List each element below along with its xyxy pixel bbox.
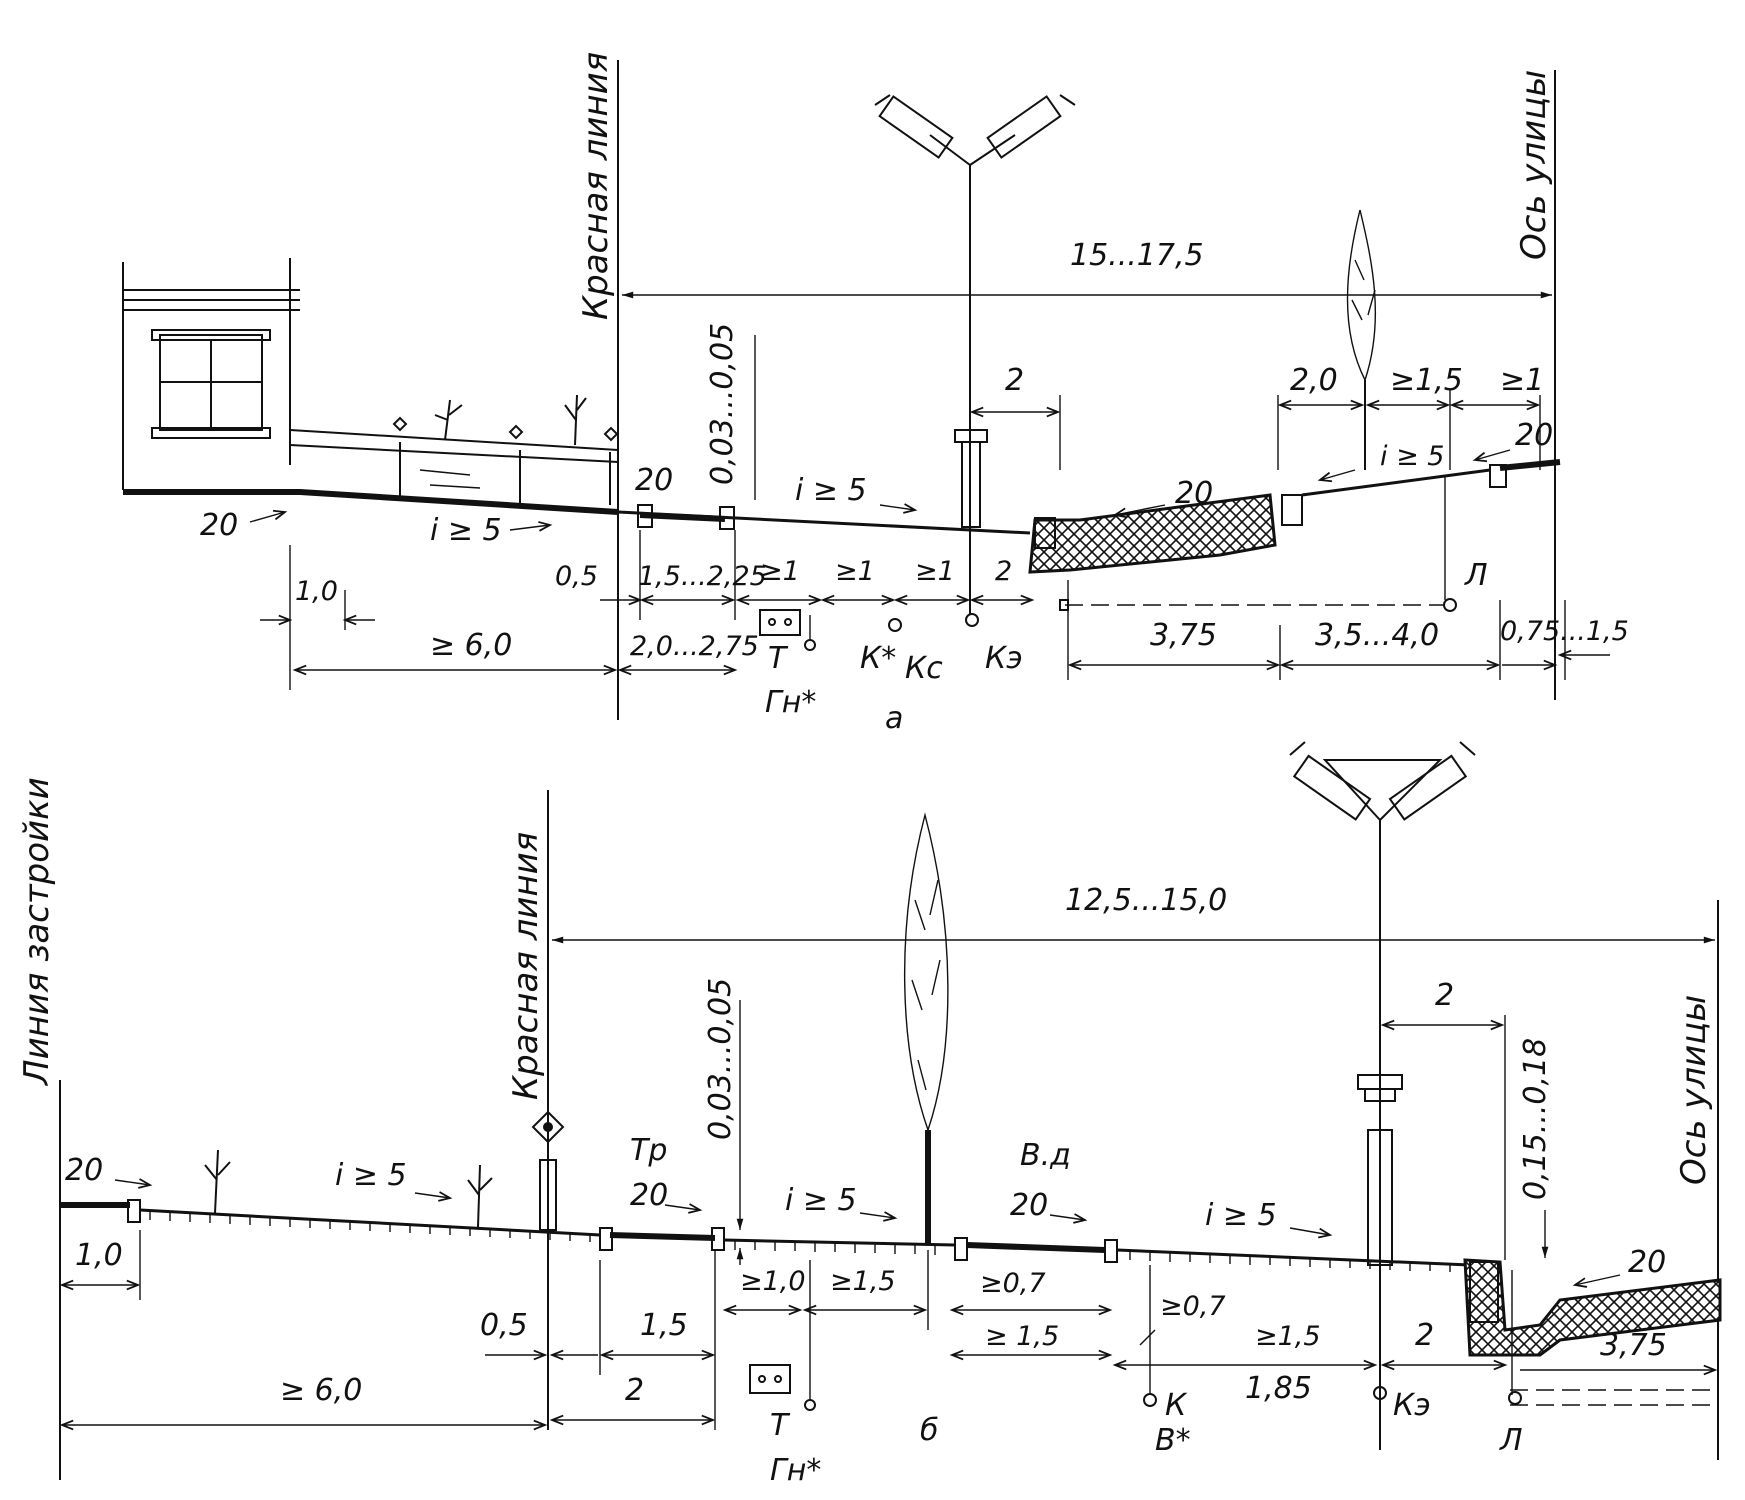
building-line-label-b: Линия застройки	[17, 777, 57, 1087]
grade-20-vd-b: 20	[1010, 1188, 1048, 1223]
tunnel-icon	[759, 609, 801, 636]
dim-15-a: ≥1,5	[1390, 363, 1463, 398]
lamp-icon	[874, 94, 1076, 159]
grade-20-left-b: 20	[65, 1153, 103, 1188]
section-b: Линия застройки Красная линия Ось улицы	[17, 741, 1722, 1488]
dim-185-b: 1,85	[1245, 1371, 1312, 1406]
shrub-icon	[434, 399, 463, 441]
dim-ge10-b: ≥1,0	[740, 1266, 806, 1297]
dim-05-a: 0,5	[555, 561, 598, 592]
lamp-post-a	[874, 94, 1076, 615]
grade-20-tr-b: 20	[630, 1178, 668, 1213]
dim-ge1a-a: ≥1	[760, 556, 800, 587]
dim-60-a: ≥ 6,0	[430, 628, 512, 663]
util-k-a: К*	[860, 641, 896, 676]
util-gn-b: Гн*	[770, 1453, 821, 1488]
building	[122, 258, 300, 490]
slope-b-2: i ≥ 5	[785, 1183, 857, 1218]
dim-ge1b-a: ≥1	[835, 556, 875, 587]
slope-b-3: i ≥ 5	[1205, 1198, 1277, 1233]
grade-20-walk-a: 20	[635, 463, 673, 498]
dim-375-a: 3,75	[1150, 618, 1217, 653]
cross-slope-b: 0,03...0,05	[703, 978, 738, 1140]
dim-20-a: 2,0	[1290, 363, 1338, 398]
grade-20-road-a: 20	[1175, 476, 1213, 511]
dim-075-15-a: 0,75...1,5	[1500, 616, 1629, 647]
fig-label-a: а	[885, 701, 903, 736]
red-line-label-b: Красная линия	[506, 832, 546, 1100]
dim-ge07b-b: ≥0,7	[1160, 1291, 1226, 1322]
roadway-a	[1028, 493, 1277, 574]
dim-lamp-b: 2	[1435, 978, 1454, 1013]
slope-a-1: i ≥ 5	[430, 513, 502, 548]
cross-slope-a: 0,03...0,05	[705, 323, 740, 485]
tunnel-icon	[749, 1364, 791, 1394]
util-l-b: Л	[1499, 1423, 1523, 1458]
dim-total-b: 12,5...15,0	[1065, 883, 1227, 918]
dim-05-b: 0,5	[480, 1308, 528, 1343]
dim-10-a: 1,0	[295, 576, 338, 607]
dim-2b-a: 2	[995, 556, 1012, 587]
util-k-b: К	[1165, 1388, 1188, 1423]
util-l-a: Л	[1464, 558, 1488, 593]
fig-label-b: б	[920, 1413, 939, 1448]
dim-35-40-a: 3,5...4,0	[1315, 618, 1439, 653]
util-t-b: Т	[770, 1408, 791, 1443]
slope-b-1: i ≥ 5	[335, 1158, 407, 1193]
curb-height-b: 0,15...0,18	[1518, 1038, 1553, 1200]
util-ke-a: Кэ	[985, 641, 1023, 676]
red-line-label-a: Красная линия	[576, 52, 616, 320]
grade-20-right-a: 20	[1515, 418, 1553, 453]
tree-icon	[1346, 209, 1377, 470]
label-tr-b: Тр	[630, 1133, 667, 1168]
fence	[289, 394, 619, 505]
util-ke-b: Кэ	[1393, 1388, 1431, 1423]
roadway-b	[1463, 1258, 1722, 1357]
grade-20-left-a: 20	[200, 508, 238, 543]
tree-icon	[903, 812, 949, 1245]
dim-15-b: 1,5	[640, 1308, 688, 1343]
util-v-b: В*	[1155, 1423, 1191, 1458]
dim-375-b: 3,75	[1600, 1328, 1667, 1363]
shrub-icon	[467, 1164, 493, 1228]
dim-ge1c-a: ≥1	[915, 556, 955, 587]
dim-total-a: 15...17,5	[1070, 238, 1204, 273]
dim-ge15c-b: ≥1,5	[1255, 1321, 1321, 1352]
ground-profile-a	[123, 489, 619, 515]
sign-post-icon	[531, 1110, 565, 1231]
slope-a-3: i ≥ 5	[1380, 441, 1444, 472]
dim-2-b: 2	[625, 1373, 644, 1408]
section-a: Красная линия Ось улицы 15...17,5 20 i ≥…	[122, 52, 1629, 736]
dim-60-b: ≥ 6,0	[280, 1373, 362, 1408]
label-vd-b: В.д	[1020, 1138, 1071, 1173]
street-axis-label-b: Ось улицы	[1674, 995, 1714, 1185]
dim-ge07-b: ≥0,7	[980, 1268, 1046, 1299]
util-kc-a: Кс	[905, 651, 943, 686]
slope-a-2: i ≥ 5	[795, 473, 867, 508]
shrub-icon	[204, 1149, 231, 1214]
fence-post-icon	[392, 416, 619, 442]
util-t-a: Т	[768, 641, 789, 676]
shrub-icon	[564, 394, 587, 446]
dim-ge15-b: ≥1,5	[830, 1266, 896, 1297]
dim-1r-a: ≥1	[1500, 363, 1544, 398]
dim-ge15b-b: ≥ 1,5	[985, 1321, 1059, 1352]
util-gn-a: Гн*	[765, 685, 816, 720]
street-axis-label-a: Ось улицы	[1514, 70, 1554, 260]
dim-lamp-a: 2	[1005, 363, 1024, 398]
dim-10-b: 1,0	[75, 1238, 123, 1273]
dim-20-275-a: 2,0...2,75	[630, 631, 759, 662]
dim-15-225-a: 1,5...2,25	[638, 561, 767, 592]
grade-20-road-b: 20	[1628, 1245, 1666, 1280]
lamp-post-b	[1289, 741, 1476, 1450]
lamp-icon	[1289, 741, 1476, 821]
dim-2b-b: 2	[1415, 1318, 1434, 1353]
